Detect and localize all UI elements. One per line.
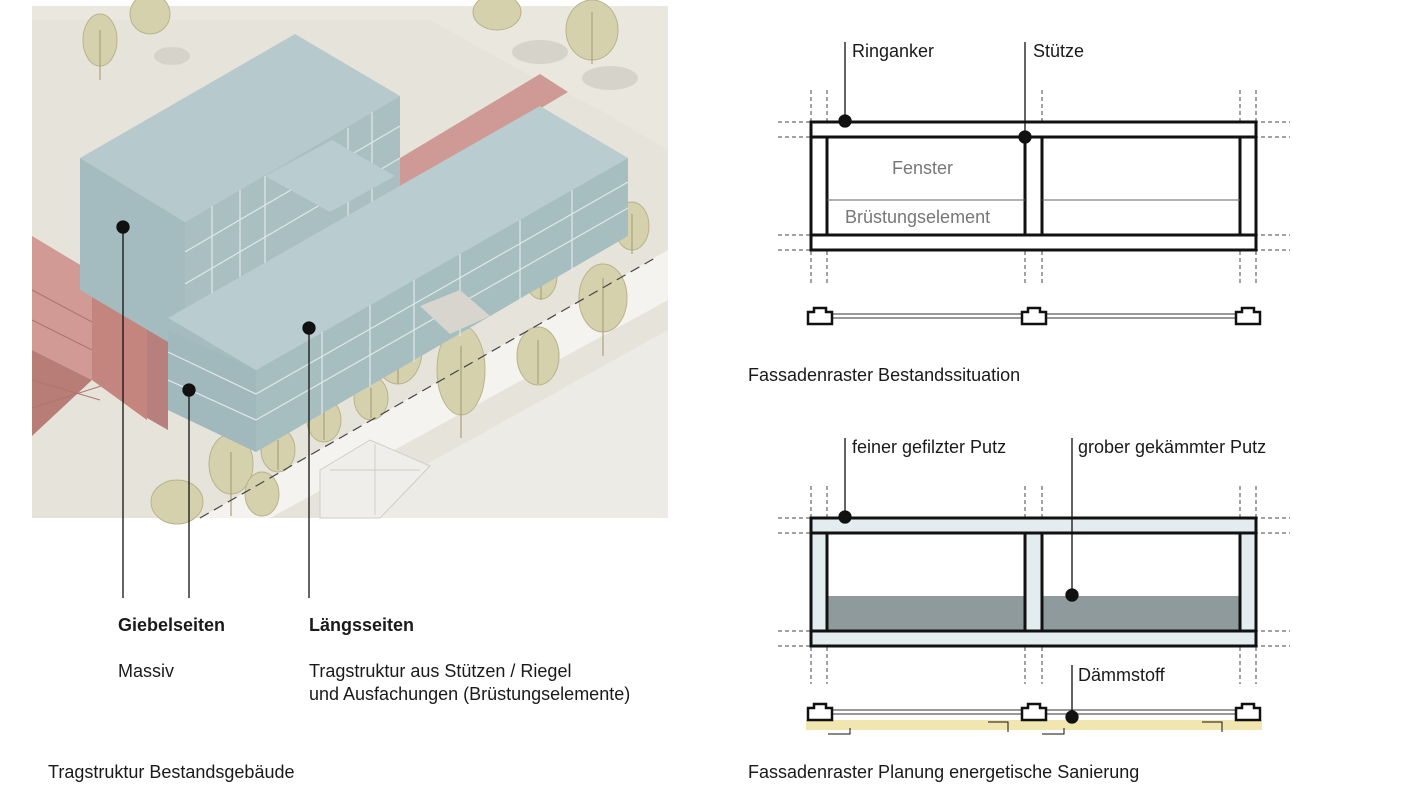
- facade-grid-existing: [778, 42, 1290, 326]
- column-plan-2: [1020, 306, 1048, 326]
- label-column: Stütze: [1033, 41, 1085, 61]
- left-leaders: [116, 220, 316, 598]
- long-dot: [302, 321, 316, 335]
- label-fine-render: feiner gefilzter Putz: [852, 437, 1007, 457]
- gable-title: Giebelseiten: [118, 615, 226, 635]
- column-plan-1: [806, 306, 834, 326]
- label-ring-anchor: Ringanker: [852, 41, 935, 61]
- left-caption: Tragstruktur Bestandsgebäude: [48, 762, 295, 782]
- label-window: Fenster: [892, 158, 954, 178]
- bottom-caption: Fassadenraster Planung energetische Sani…: [748, 762, 1140, 782]
- label-parapet: Brüstungselement: [845, 207, 991, 227]
- long-title: Längsseiten: [309, 615, 415, 635]
- gable-dot-2: [182, 383, 196, 397]
- fine-render-dot: [838, 510, 852, 524]
- insulation-dot: [1065, 710, 1079, 724]
- ring-anchor-dot: [838, 114, 852, 128]
- long-desc-line2: und Ausfachungen (Brüstungselemente): [309, 684, 631, 704]
- axonometric-building-illustration: [31, 0, 668, 525]
- top-caption: Fassadenraster Bestandssituation: [748, 365, 1021, 385]
- label-insulation: Dämmstoff: [1078, 665, 1165, 685]
- facade-grid-renovation: [778, 438, 1290, 735]
- coarse-render-dot: [1065, 588, 1079, 602]
- column-plan-3: [1234, 306, 1262, 326]
- gable-desc: Massiv: [118, 661, 175, 681]
- gable-dot-1: [116, 220, 130, 234]
- long-desc-line1: Tragstruktur aus Stützen / Riegel: [309, 661, 572, 681]
- label-coarse-render: grober gekämmter Putz: [1078, 437, 1267, 457]
- column-dot: [1018, 130, 1032, 144]
